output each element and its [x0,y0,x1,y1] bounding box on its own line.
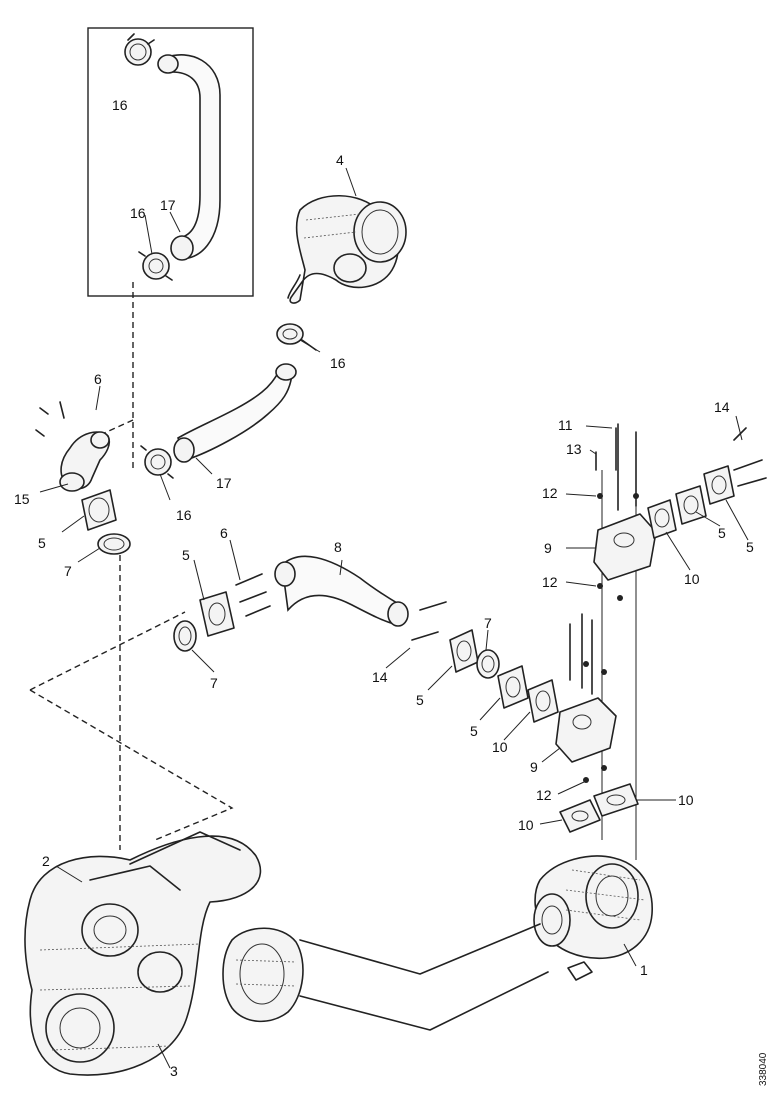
gasket-10-upper [647,499,677,539]
callout-label: 17 [216,475,232,491]
flange-5-center-left [199,591,235,637]
clamp-16-inset-bottom [138,251,173,281]
callout-leaders [39,167,749,1069]
pipe-8 [274,555,409,627]
callout-label: 10 [492,739,508,755]
callout-label: 10 [678,792,694,808]
callout-label: 12 [542,574,558,590]
flange-5-upper-b [703,465,735,505]
callout-labels: 1 2 3 4 5 5 5 5 5 5 6 6 7 7 7 8 9 9 10 1… [14,97,754,1079]
bolts-11-13 [595,427,617,471]
callout-label: 7 [484,615,492,631]
callout-label: 5 [470,723,478,739]
callout-label: 9 [544,540,552,556]
seal-7-left [97,533,131,555]
gasket-10-lower-right [593,783,639,817]
seal-7-center-left [173,620,197,652]
nuts-12 [583,493,639,783]
callout-label: 5 [746,539,754,555]
turbocharger-1 [533,855,653,981]
callout-label: 10 [684,571,700,587]
callout-label: 16 [112,97,128,113]
gasket-5-upper-a [675,485,707,525]
callout-label: 10 [518,817,534,833]
callout-label: 4 [336,152,344,168]
elbow-4 [287,194,407,304]
callout-label: 16 [176,507,192,523]
gasket-10-lower-left [559,799,601,833]
callout-label: 12 [542,485,558,501]
seal-7-center-right [476,649,500,679]
bolts-14-upper [733,427,767,487]
callout-label: 6 [220,525,228,541]
intake-pipe [222,923,549,1031]
callout-label: 9 [530,759,538,775]
inset-detail [87,27,254,297]
gasket-10-center [527,679,559,723]
callout-label: 7 [210,675,218,691]
callout-label: 14 [714,399,730,415]
callout-label: 16 [330,355,346,371]
callout-label: 12 [536,787,552,803]
callout-label: 3 [170,1063,178,1079]
callout-label: 7 [64,563,72,579]
callout-label: 5 [718,525,726,541]
bolts-6 [235,573,271,617]
clamp-16-lower [140,445,174,479]
block-9-upper [593,423,657,581]
block-9-lower [555,613,617,763]
callout-label: 11 [558,417,573,433]
callout-label: 5 [38,535,46,551]
callout-label: 5 [416,692,424,708]
figure-number: 338040 [758,1052,769,1086]
callout-label: 14 [372,669,388,685]
callout-label: 6 [94,371,102,387]
hose-17 [173,363,297,463]
gasket-5-right [497,665,529,709]
gasket-5-left [81,489,117,531]
callout-label: 8 [334,539,342,555]
callout-label: 13 [566,441,582,457]
flange-5-center-right [449,629,479,673]
callout-label: 17 [160,197,176,213]
elbow-15 [35,401,111,492]
callout-label: 2 [42,853,50,869]
callout-label: 16 [130,205,146,221]
manifold-2-3 [24,831,262,1076]
bolts-14-center [411,601,447,641]
callout-label: 5 [182,547,190,563]
clamp-16-inset-top [124,33,155,66]
callout-label: 1 [640,962,648,978]
callout-label: 15 [14,491,30,507]
